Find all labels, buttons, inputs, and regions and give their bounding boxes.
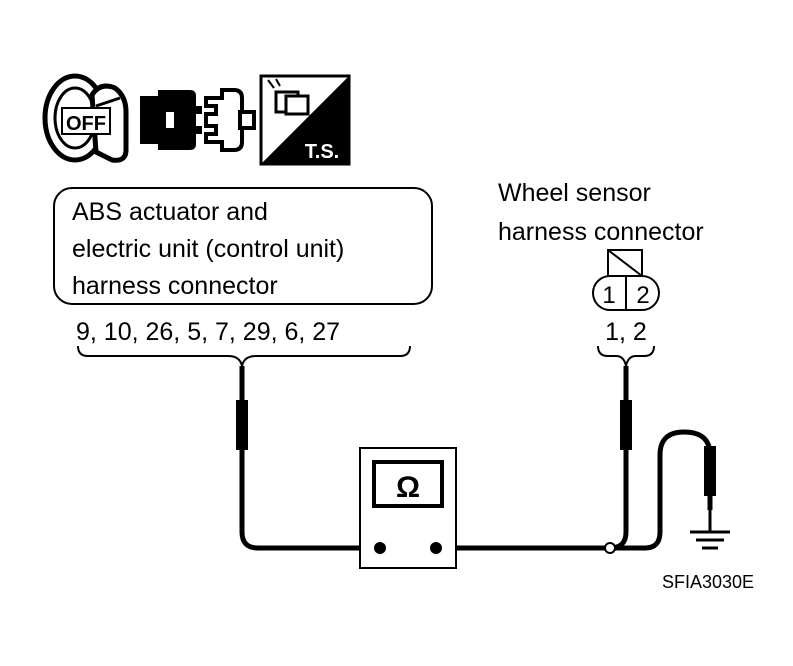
right-test-lead <box>438 366 632 551</box>
junction-point <box>604 542 616 554</box>
wheel-sensor-pin-1: 1 <box>602 282 615 309</box>
connector-disconnect-icon <box>140 88 256 152</box>
left-test-lead <box>236 366 380 551</box>
wheel-sensor-pin-numbers: 1, 2 <box>605 318 647 346</box>
abs-pin-brace <box>77 345 411 367</box>
wheel-sensor-connector-face: 1 2 <box>592 249 660 311</box>
wheel-sensor-label-line1: Wheel sensor <box>498 179 651 207</box>
ts-label: T.S. <box>305 141 339 163</box>
wheel-sensor-pin-2: 2 <box>636 282 649 309</box>
ohm-symbol: Ω <box>396 471 420 504</box>
abs-label-line2: electric unit (control unit) <box>72 235 344 263</box>
ground-lead <box>604 429 716 554</box>
wheel-sensor-label-line2: harness connector <box>498 218 704 246</box>
ignition-off-label: OFF <box>66 113 106 135</box>
meter-terminal-left <box>374 542 386 554</box>
abs-pin-numbers: 9, 10, 26, 5, 7, 29, 6, 27 <box>76 318 340 346</box>
figure-code: SFIA3030E <box>662 572 754 592</box>
terminal-test-icon: T.S. <box>259 74 351 166</box>
ground-symbol-icon <box>690 510 730 550</box>
wheel-sensor-pin-brace <box>597 345 655 367</box>
abs-label-line1: ABS actuator and <box>72 198 268 226</box>
abs-connector-callout: ABS actuator and electric unit (control … <box>53 187 433 305</box>
ignition-key-off-icon: OFF <box>42 73 129 163</box>
meter-terminal-right <box>430 542 442 554</box>
abs-label-line3: harness connector <box>72 272 278 300</box>
ohmmeter-icon: Ω <box>359 447 457 569</box>
